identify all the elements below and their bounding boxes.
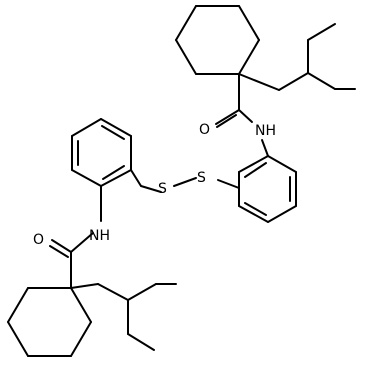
bottom-cyclohexane-ring xyxy=(7,287,92,357)
bottom-amide-group xyxy=(49,185,102,289)
right-benzene-ring xyxy=(238,155,297,223)
top-amide-group xyxy=(215,73,269,157)
disulfide-bridge xyxy=(140,177,240,193)
left-benzene-ring xyxy=(71,118,142,187)
bottom-ethylbutyl-chain xyxy=(70,283,177,351)
top-cyclohexane-ring xyxy=(175,5,260,75)
sulfur-label-left: S xyxy=(158,181,167,197)
sulfur-label-right: S xyxy=(197,170,206,186)
bottom-amide-oxygen-label: O xyxy=(33,232,44,248)
top-ethylbutyl-chain xyxy=(238,23,356,91)
top-amide-oxygen-label: O xyxy=(199,122,210,138)
bottom-amide-nh-label: NH xyxy=(89,228,110,244)
top-amide-nh-label: NH xyxy=(255,123,276,139)
